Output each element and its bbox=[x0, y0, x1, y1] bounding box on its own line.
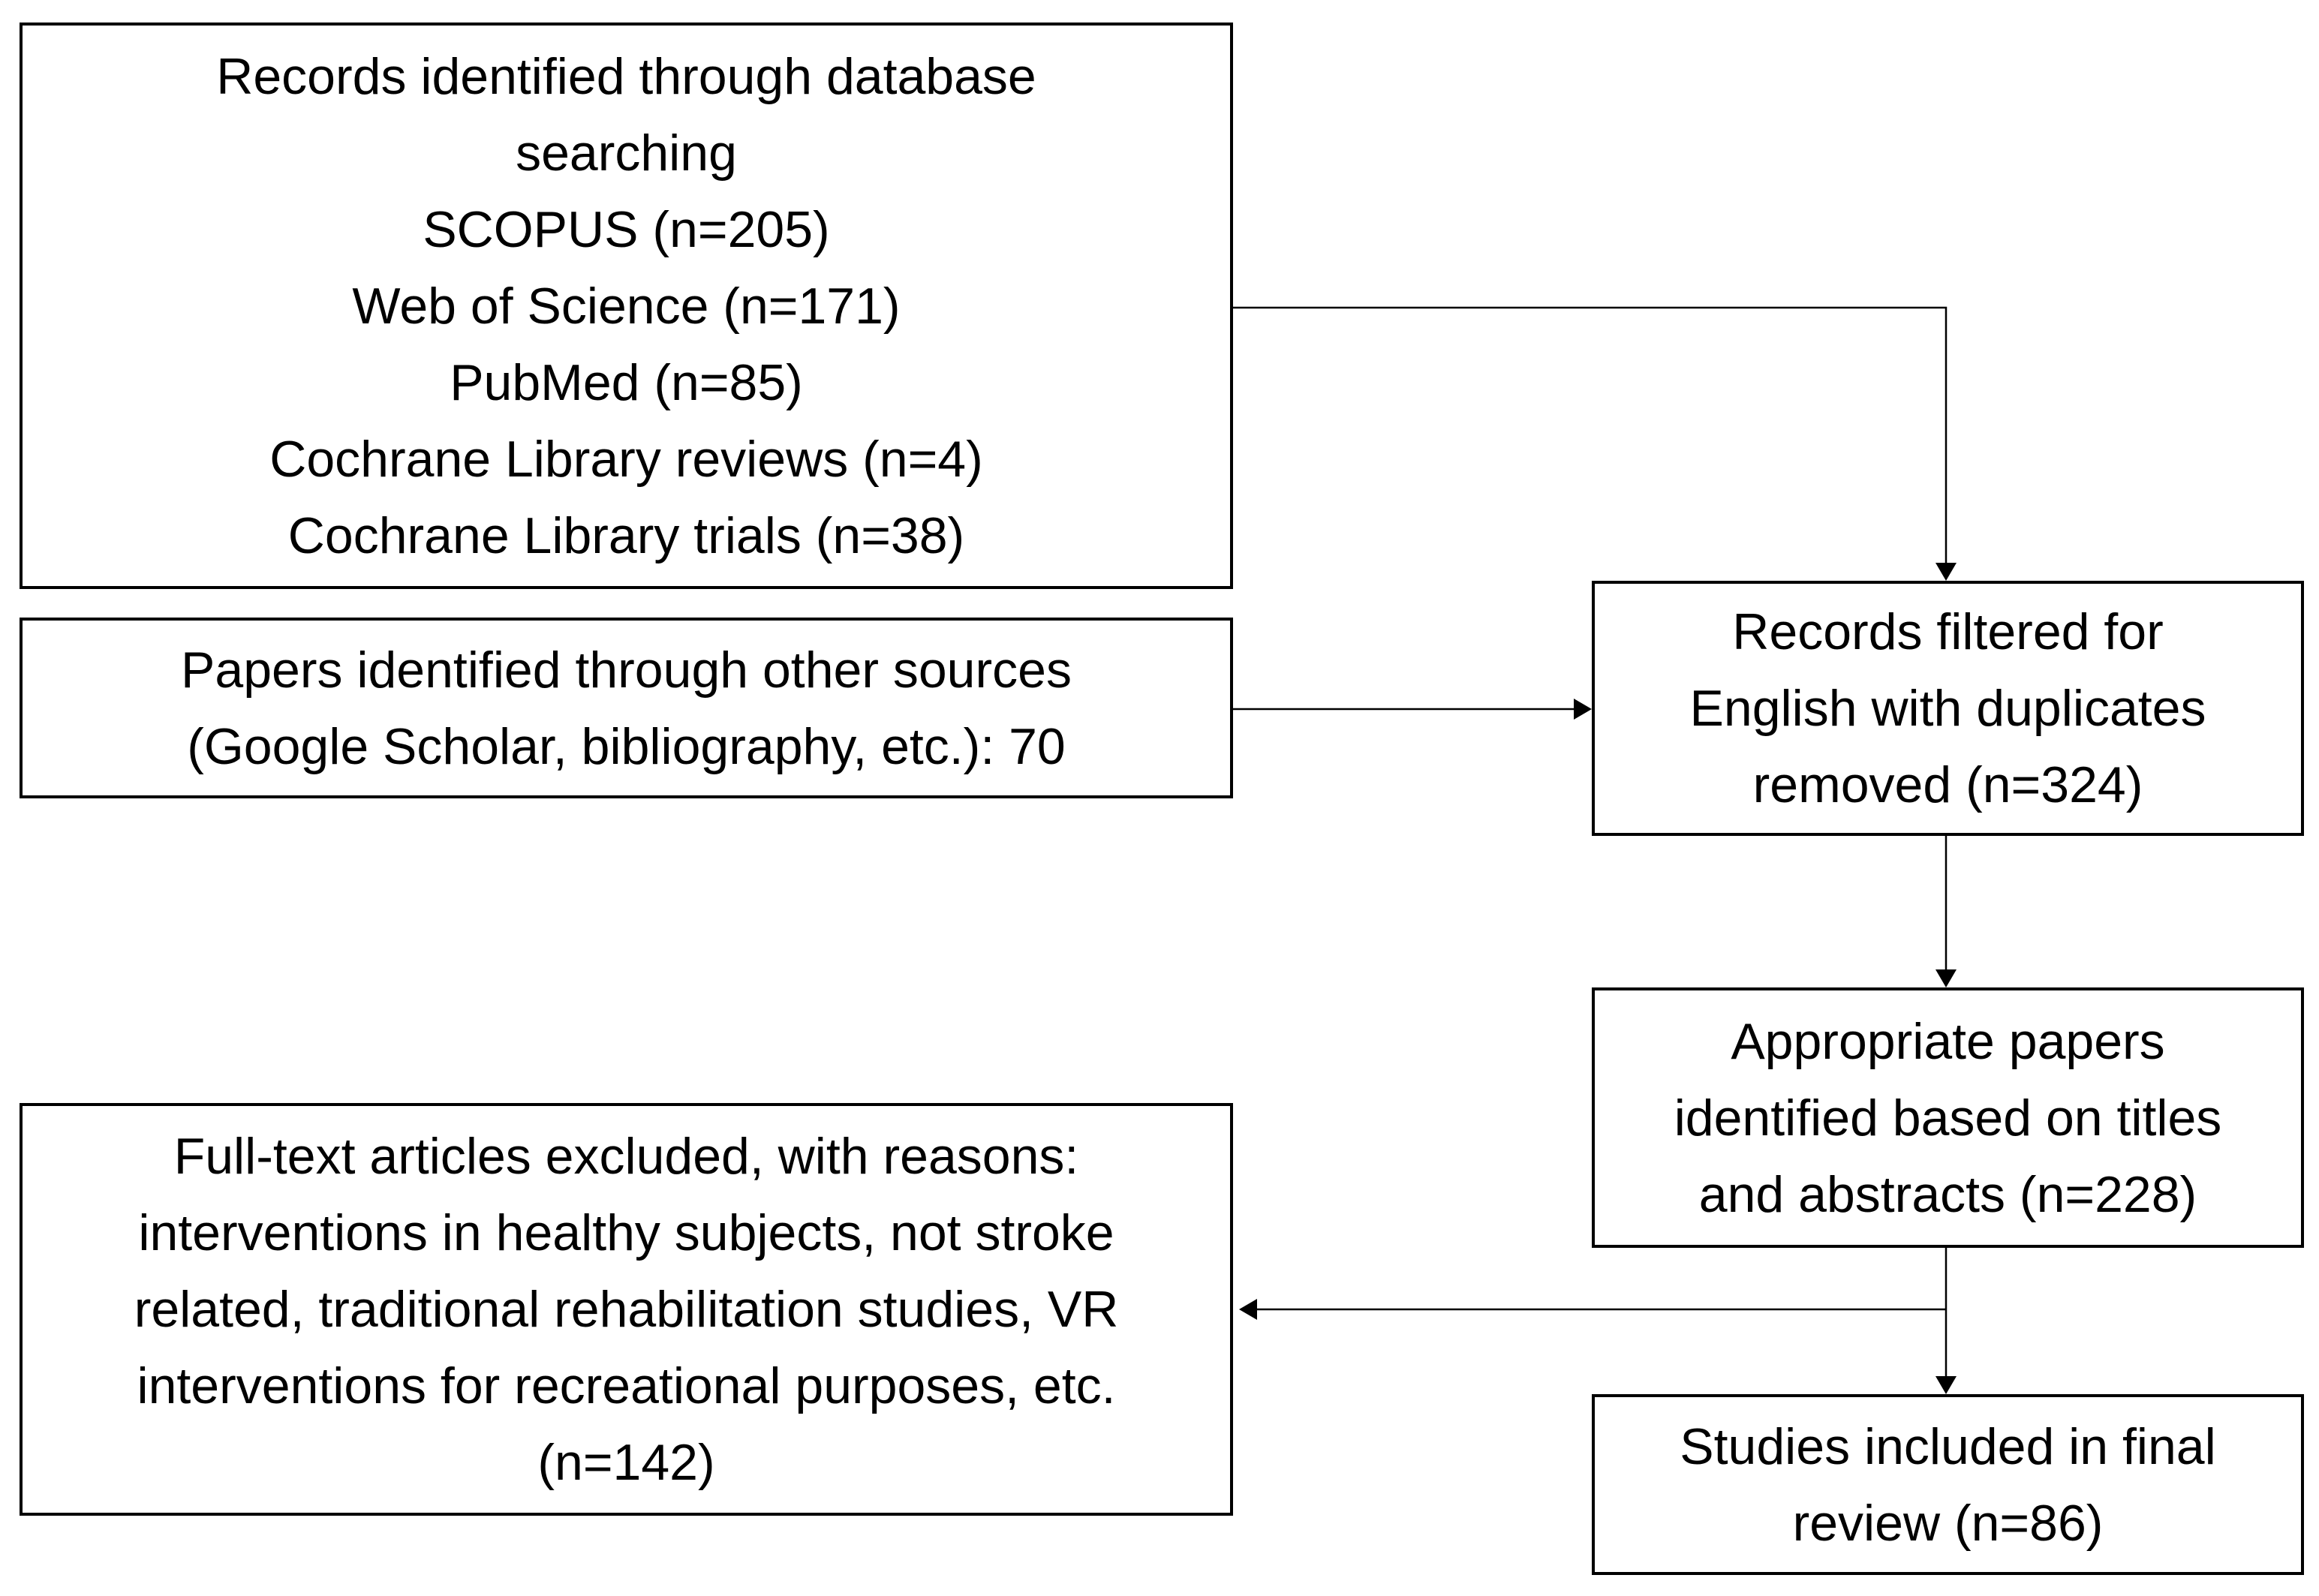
arrowhead-other-to-filtered bbox=[1574, 699, 1592, 720]
arrowhead-filtered-to-appropriate bbox=[1936, 969, 1957, 987]
arrow-database-to-filtered bbox=[1233, 306, 1948, 572]
other-sources-box: Papers identified through other sources … bbox=[20, 618, 1233, 798]
appropriate-line-3: and abstracts (n=228) bbox=[1698, 1165, 2197, 1223]
arrowhead-appropriate-to-included bbox=[1936, 1376, 1957, 1394]
excluded-line-1: Full-text articles excluded, with reason… bbox=[173, 1128, 1079, 1185]
arrowhead-database-to-filtered bbox=[1936, 563, 1957, 581]
excluded-articles-box: Full-text articles excluded, with reason… bbox=[20, 1103, 1233, 1516]
included-line-2: review (n=86) bbox=[1792, 1494, 2104, 1552]
filtered-records-box: Records filtered for English with duplic… bbox=[1592, 581, 2304, 836]
appropriate-line-2: identified based on titles bbox=[1674, 1089, 2222, 1147]
excluded-line-4: interventions for recreational purposes,… bbox=[137, 1357, 1116, 1414]
database-search-line-2: searching bbox=[516, 124, 737, 182]
database-search-box: Records identified through database sear… bbox=[20, 23, 1233, 589]
appropriate-papers-box: Appropriate papers identified based on t… bbox=[1592, 987, 2304, 1248]
included-studies-box: Studies included in final review (n=86) bbox=[1592, 1394, 2304, 1575]
excluded-count: (n=142) bbox=[537, 1434, 715, 1491]
filtered-line-1: Records filtered for bbox=[1732, 603, 2164, 660]
other-sources-line-1: Papers identified through other sources bbox=[181, 641, 1072, 699]
pubmed-count: PubMed (n=85) bbox=[450, 353, 803, 411]
excluded-line-2: interventions in healthy subjects, not s… bbox=[138, 1204, 1114, 1261]
included-line-1: Studies included in final bbox=[1680, 1417, 2216, 1475]
filtered-line-2: English with duplicates bbox=[1689, 680, 2206, 737]
scopus-count: SCOPUS (n=205) bbox=[423, 200, 830, 258]
appropriate-line-1: Appropriate papers bbox=[1731, 1012, 2165, 1070]
web-of-science-count: Web of Science (n=171) bbox=[352, 277, 901, 335]
database-search-line-1: Records identified through database bbox=[216, 47, 1036, 105]
other-sources-line-2: (Google Scholar, bibliography, etc.): 70 bbox=[187, 717, 1066, 775]
cochrane-trials-count: Cochrane Library trials (n=38) bbox=[287, 506, 965, 564]
excluded-line-3: related, traditional rehabilitation stud… bbox=[134, 1281, 1119, 1338]
filtered-line-3: removed (n=324) bbox=[1752, 756, 2143, 813]
arrowhead-to-excluded bbox=[1239, 1299, 1257, 1320]
cochrane-reviews-count: Cochrane Library reviews (n=4) bbox=[269, 430, 983, 488]
